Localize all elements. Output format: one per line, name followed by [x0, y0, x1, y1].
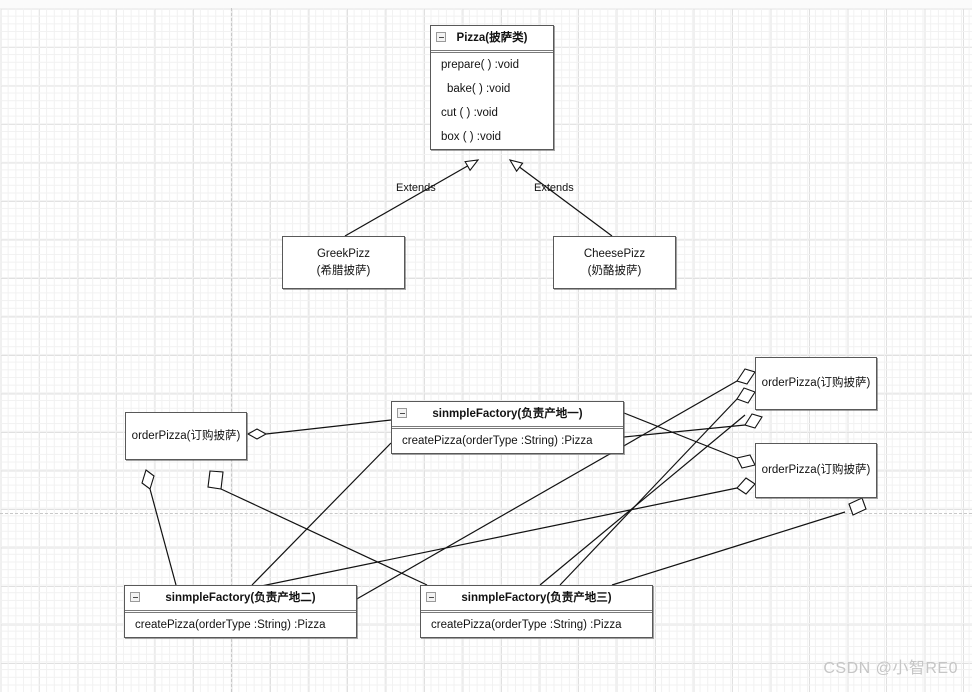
class-member: box ( ) :void — [441, 131, 502, 143]
class-node-factory3[interactable]: sinmpleFactory(负责产地三) createPizza(orderT… — [420, 585, 653, 638]
class-node-pizza[interactable]: Pizza(披萨类) prepare( ) :void bake( ) :voi… — [430, 25, 554, 150]
node-orderpizza-left[interactable]: orderPizza(订购披萨) — [125, 412, 247, 460]
edge-extends-greek — [344, 159, 480, 237]
edge-agg-rightbottom-factory3 — [611, 497, 867, 586]
greekpizz-labels: GreekPizz (希腊披萨) — [283, 246, 404, 280]
edge-agg-left-factory2 — [141, 469, 177, 586]
class-header-pizza: Pizza(披萨类) — [431, 26, 553, 53]
collapse-minus-icon[interactable] — [426, 592, 436, 602]
collapse-minus-icon[interactable] — [397, 408, 407, 418]
greekpizz-subtitle: (希腊披萨) — [316, 264, 371, 277]
orderpizza-right-bottom-labels: orderPizza(订购披萨) — [756, 462, 876, 479]
edge-label-extends-cheese: Extends — [534, 182, 574, 194]
cheesepizz-subtitle: (奶酪披萨) — [587, 264, 642, 277]
class-member: createPizza(orderType :String) :Pizza — [431, 619, 622, 631]
edge-agg-righttop-factory3 — [559, 387, 756, 586]
edge-agg-rightbottom-factory1 — [623, 412, 756, 469]
cheesepizz-name: CheesePizz — [583, 247, 646, 260]
edge-agg-factory1-left-lower — [251, 442, 392, 586]
class-node-greekpizz[interactable]: GreekPizz (希腊披萨) — [282, 236, 405, 289]
edge-agg-left-factory3 — [207, 470, 428, 586]
edge-agg-righttop-factory2 — [347, 368, 756, 605]
edge-label-extends-greek: Extends — [396, 182, 436, 194]
edge-extends-cheese — [508, 159, 613, 237]
class-node-factory1[interactable]: sinmpleFactory(负责产地一) createPizza(orderT… — [391, 401, 624, 454]
class-title-factory3: sinmpleFactory(负责产地三) — [461, 592, 612, 604]
class-header-factory1: sinmpleFactory(负责产地一) — [392, 402, 623, 429]
class-member: createPizza(orderType :String) :Pizza — [135, 619, 326, 631]
orderpizza-left-name: orderPizza(订购披萨) — [131, 429, 241, 442]
collapse-minus-icon[interactable] — [130, 592, 140, 602]
node-orderpizza-right-bottom[interactable]: orderPizza(订购披萨) — [755, 443, 877, 498]
orderpizza-right-bottom-name: orderPizza(订购披萨) — [761, 464, 871, 476]
class-member: createPizza(orderType :String) :Pizza — [402, 435, 593, 447]
orderpizza-right-top-labels: orderPizza(订购披萨) — [756, 375, 876, 392]
page-break-horizontal — [0, 513, 972, 514]
class-node-factory2[interactable]: sinmpleFactory(负责产地二) createPizza(orderT… — [124, 585, 357, 638]
class-title-factory1: sinmpleFactory(负责产地一) — [432, 408, 583, 420]
class-header-factory2: sinmpleFactory(负责产地二) — [125, 586, 356, 613]
class-member: prepare( ) :void — [441, 59, 519, 71]
orderpizza-right-top-name: orderPizza(订购披萨) — [761, 377, 871, 389]
page-break-vertical — [231, 8, 232, 692]
edge-agg-righttop-factory1 — [623, 413, 763, 438]
class-title-pizza: Pizza(披萨类) — [456, 32, 528, 44]
class-member: cut ( ) :void — [441, 107, 498, 119]
class-node-cheesepizz[interactable]: CheesePizz (奶酪披萨) — [553, 236, 676, 289]
greekpizz-name: GreekPizz — [316, 247, 371, 260]
watermark: CSDN @小智RE0 — [823, 660, 958, 677]
node-orderpizza-right-top[interactable]: orderPizza(订购披萨) — [755, 357, 877, 410]
class-header-factory3: sinmpleFactory(负责产地三) — [421, 586, 652, 613]
class-member: bake( ) :void — [447, 83, 511, 95]
collapse-minus-icon[interactable] — [436, 32, 446, 42]
edge-agg-left-factory1 — [246, 419, 392, 440]
class-title-factory2: sinmpleFactory(负责产地二) — [165, 592, 316, 604]
cheesepizz-labels: CheesePizz (奶酪披萨) — [554, 246, 675, 280]
orderpizza-left-labels: orderPizza(订购披萨) — [126, 428, 246, 445]
edge-agg-rightbottom-factory2 — [231, 477, 756, 593]
edge-agg-factory3-right — [539, 414, 746, 586]
